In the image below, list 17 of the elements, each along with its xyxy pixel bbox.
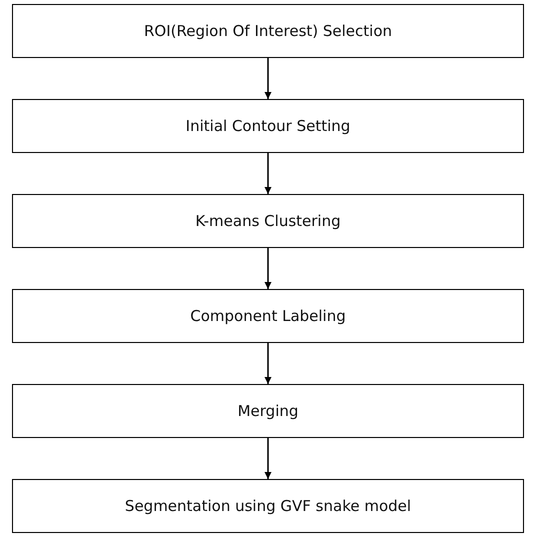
step-label: ROI(Region Of Interest) Selection xyxy=(144,22,392,40)
step-label: Merging xyxy=(238,402,298,420)
arrow xyxy=(264,58,272,99)
step-label: Initial Contour Setting xyxy=(186,117,350,135)
process-box xyxy=(12,194,524,248)
process-box xyxy=(12,384,524,438)
process-box xyxy=(12,99,524,153)
step-label: Component Labeling xyxy=(190,307,346,325)
process-box xyxy=(12,479,524,533)
process-box xyxy=(12,4,524,58)
arrow xyxy=(264,438,272,479)
arrow xyxy=(264,248,272,289)
step-label: K-means Clustering xyxy=(195,212,341,230)
arrow xyxy=(264,153,272,194)
arrow xyxy=(264,343,272,384)
step-label: Segmentation using GVF snake model xyxy=(124,497,412,515)
process-box xyxy=(12,289,524,343)
